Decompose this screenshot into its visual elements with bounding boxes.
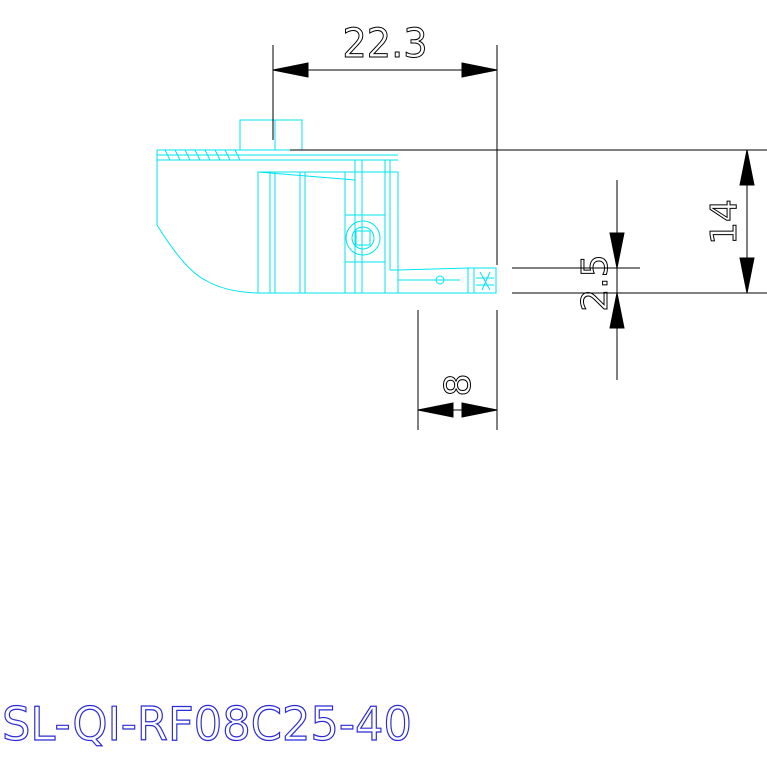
dimension-lines — [272, 45, 767, 430]
part-number-title: SL-QI-RF08C25-40 — [2, 697, 412, 751]
dim-label-22-3: 22.3 — [343, 21, 428, 67]
dim-label-8: 8 — [438, 374, 479, 397]
tool-holder-outline — [156, 119, 497, 294]
dim-label-14: 14 — [704, 199, 745, 245]
dim-label-2-5: 2.5 — [575, 254, 616, 311]
